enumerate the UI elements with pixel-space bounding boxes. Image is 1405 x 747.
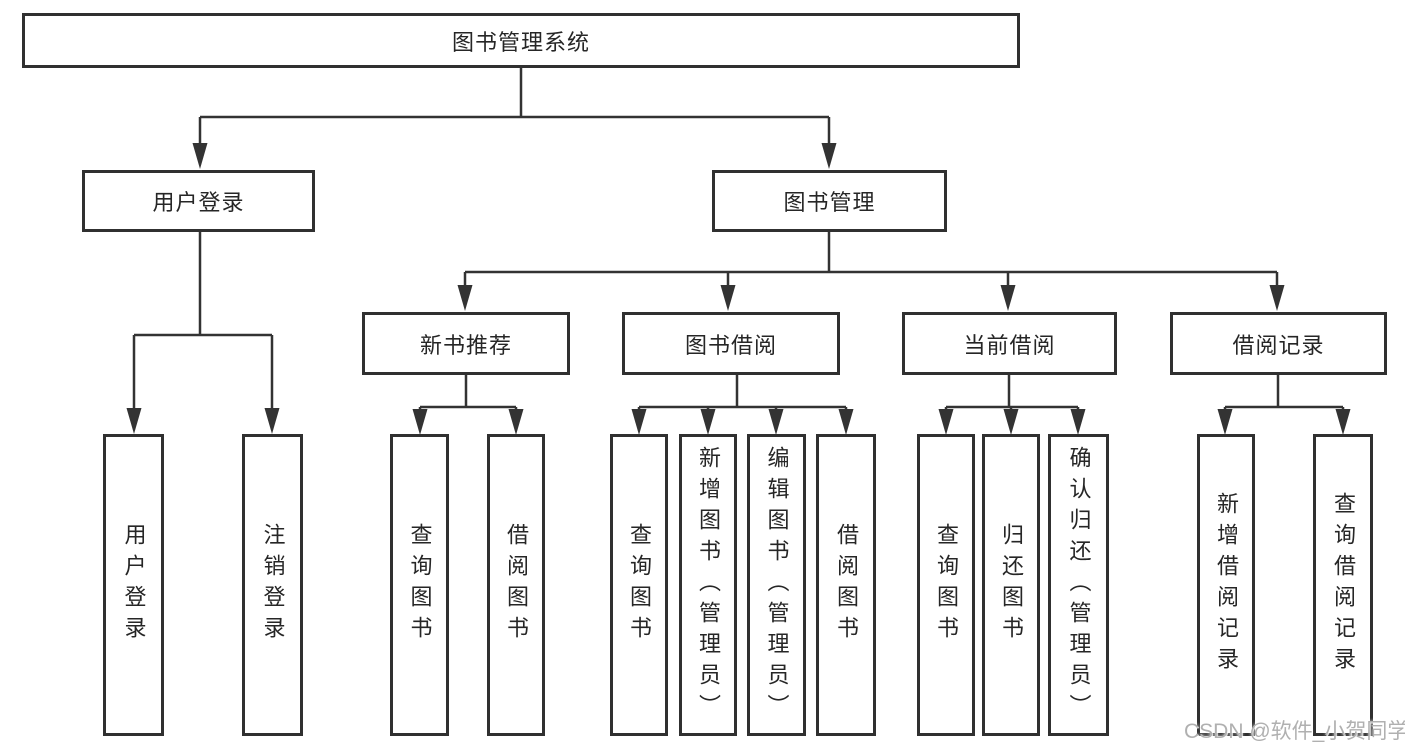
leaf-edit-book-admin-label: 编辑图书（管理员） — [764, 445, 790, 725]
leaf-query-borrow-record-label: 查询借阅记录 — [1331, 492, 1356, 678]
leaf-borrow-books-borrowing-label: 借阅图书 — [834, 523, 859, 647]
leaf-add-book-admin-label: 新增图书（管理员） — [696, 445, 721, 725]
leaf-query-borrow-record: 查询借阅记录 — [1313, 434, 1373, 736]
leaf-confirm-return-admin: 确认归还（管理员） — [1048, 434, 1109, 736]
node-book-borrowing-label: 图书借阅 — [684, 332, 777, 358]
leaf-query-books-recommend: 查询图书 — [390, 434, 449, 736]
node-book-borrowing: 图书借阅 — [622, 312, 840, 375]
leaf-add-borrow-record-label: 新增借阅记录 — [1214, 492, 1239, 678]
leaf-borrow-books-borrowing: 借阅图书 — [816, 434, 876, 736]
arrowheads — [126, 143, 1351, 435]
node-book-management: 图书管理 — [712, 170, 947, 232]
node-user-login-label: 用户登录 — [152, 190, 245, 215]
leaf-borrow-books-recommend-label: 借阅图书 — [504, 523, 529, 647]
leaf-logout-label: 注销登录 — [260, 523, 286, 647]
node-new-book-recommendation: 新书推荐 — [362, 312, 570, 375]
connector-strokes — [132, 68, 1345, 413]
leaf-user-login: 用户登录 — [103, 434, 164, 736]
node-borrowing-records-label: 借阅记录 — [1232, 332, 1325, 358]
node-current-borrowing-label: 当前借阅 — [963, 332, 1056, 358]
node-current-borrowing: 当前借阅 — [902, 312, 1117, 375]
node-root-system: 图书管理系统 — [22, 13, 1020, 68]
node-borrowing-records: 借阅记录 — [1170, 312, 1387, 375]
leaf-query-books-current: 查询图书 — [917, 434, 975, 736]
leaf-query-books-recommend-label: 查询图书 — [407, 523, 433, 647]
leaf-return-books-label: 归还图书 — [999, 523, 1024, 647]
node-root-system-label: 图书管理系统 — [451, 29, 590, 55]
leaf-user-login-label: 用户登录 — [121, 523, 147, 647]
leaf-logout: 注销登录 — [242, 434, 303, 736]
leaf-query-books-borrowing-label: 查询图书 — [627, 523, 652, 647]
leaf-query-books-borrowing: 查询图书 — [610, 434, 668, 736]
leaf-query-books-current-label: 查询图书 — [934, 523, 959, 647]
leaf-add-borrow-record: 新增借阅记录 — [1197, 434, 1255, 736]
node-user-login: 用户登录 — [82, 170, 315, 232]
watermark: CSDN @软件_小贺同学 — [1184, 720, 1405, 743]
leaf-add-book-admin: 新增图书（管理员） — [679, 434, 737, 736]
leaf-confirm-return-admin-label: 确认归还（管理员） — [1066, 445, 1092, 725]
leaf-edit-book-admin: 编辑图书（管理员） — [747, 434, 806, 736]
node-new-book-recommendation-label: 新书推荐 — [419, 332, 512, 358]
node-book-management-label: 图书管理 — [783, 190, 876, 215]
leaf-borrow-books-recommend: 借阅图书 — [487, 434, 545, 736]
leaf-return-books: 归还图书 — [982, 434, 1040, 736]
